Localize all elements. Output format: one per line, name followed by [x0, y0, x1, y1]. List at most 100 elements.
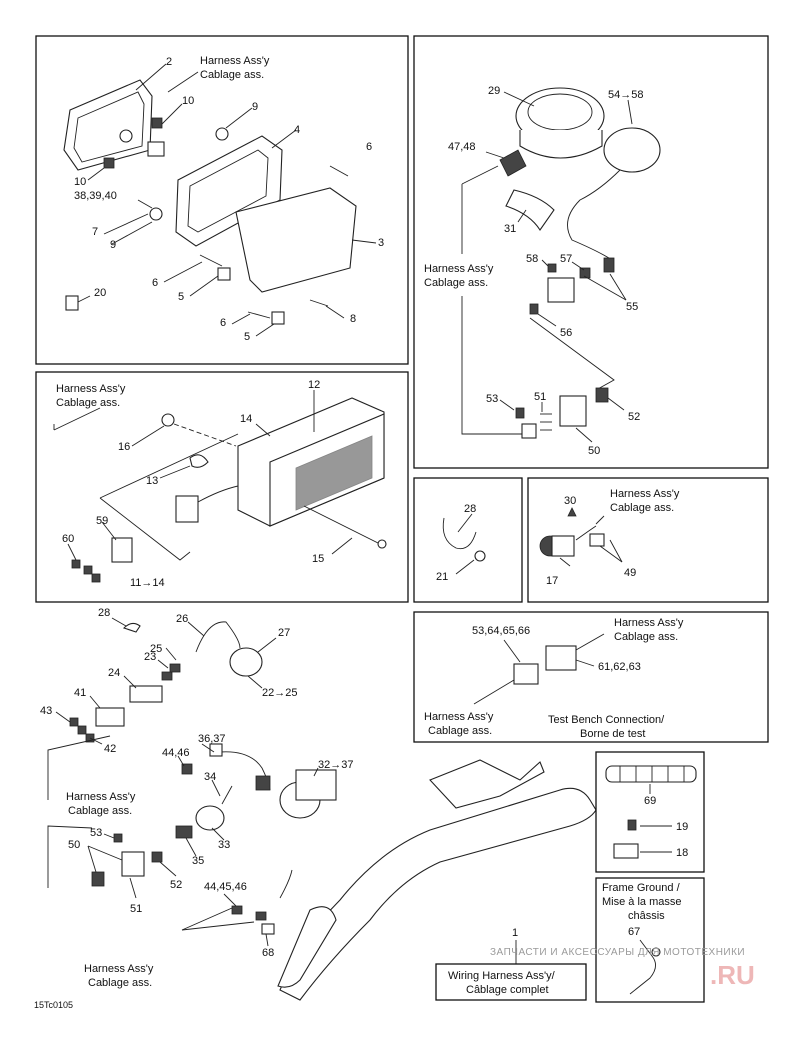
headlight-clip-b-part: [103, 157, 115, 169]
callout-60: 60: [62, 533, 74, 545]
callout-6c: 6: [220, 317, 226, 329]
callout-7: 7: [92, 226, 98, 238]
panel-grip-heater: 69 19 18: [595, 751, 705, 873]
callout-21: 21: [436, 571, 448, 583]
callout-4: 4: [294, 124, 300, 136]
callout-69: 69: [644, 795, 656, 807]
gauge-body: [519, 130, 603, 159]
screw-19-part: [627, 819, 637, 831]
test-bench-label-fr: Borne de test: [580, 728, 645, 740]
connector-41-part: [95, 707, 125, 727]
headlight-bracket-part: [175, 135, 283, 247]
harness-label-en-3: Harness Ass'y: [56, 383, 126, 395]
panel-taillight-frame: [35, 371, 409, 603]
clip-20-part: [65, 295, 79, 311]
connector-50-part: [559, 395, 587, 427]
connector-68-part: [261, 923, 275, 935]
callout-51-bottom: 51: [130, 903, 142, 915]
panel-gauge: Harness Ass'y Cablage ass. 29 54→58 47: [413, 35, 769, 469]
connector-51-part: [540, 413, 552, 431]
frame-ground-label-1: Frame Ground /: [602, 882, 681, 894]
callout-3: 3: [378, 237, 384, 249]
bulb-58-part: [547, 263, 557, 273]
connector-part: [521, 423, 537, 439]
callout-38-39-40: 38,39,40: [74, 190, 117, 202]
connector-24-part: [129, 685, 163, 703]
callout-36-37: 36,37: [198, 733, 226, 745]
connector-55-part: [547, 277, 575, 303]
callout-19: 19: [676, 821, 688, 833]
panel-test-bench: Harness Ass'y Cablage ass. 53,64,65,66 6…: [413, 611, 769, 743]
harness-label-fr-6: Cablage ass.: [614, 631, 678, 643]
switch-housing-b: [295, 769, 337, 801]
grommet-part: [215, 127, 229, 141]
frame-ground-label-3: châssis: [628, 910, 665, 922]
grommet-16-part: [161, 413, 175, 427]
harness-label-en-6: Harness Ass'y: [614, 617, 684, 629]
pilot-lamp-body: [551, 535, 575, 557]
grip-part: [277, 906, 337, 988]
panel-gauge-frame: [413, 35, 769, 469]
callout-13: 13: [146, 475, 158, 487]
panel-headlight: Harness Ass'y Cablage ass.: [35, 35, 409, 365]
callout-59: 59: [96, 515, 108, 527]
callout-44-45-46: 44,45,46: [204, 881, 247, 893]
headlight-housing-part: [235, 187, 357, 293]
figure-code: 15Tc0105: [34, 1000, 73, 1010]
callout-52-bottom: 52: [170, 879, 182, 891]
callout-9b: 9: [110, 239, 116, 251]
callout-58: 58: [526, 253, 538, 265]
harness-label-en-2: Harness Ass'y: [424, 263, 494, 275]
terminal-56-part: [529, 303, 539, 315]
callout-10: 10: [182, 95, 194, 107]
bulb-13-part: [189, 454, 209, 468]
cable-tie-part: [442, 517, 477, 550]
callout-34: 34: [204, 771, 216, 783]
bulb-part: [499, 149, 527, 177]
callout-25: 25: [150, 643, 162, 655]
gauge-gasket-part: [505, 189, 555, 231]
connector-14-part: [175, 495, 199, 523]
callout-33: 33: [218, 839, 230, 851]
callout-15: 15: [312, 553, 324, 565]
bulb-36-part: [209, 743, 223, 757]
harness-label-en-6b: Harness Ass'y: [424, 711, 494, 723]
harness-label-fr-2: Cablage ass.: [424, 277, 488, 289]
callout-16: 16: [118, 441, 130, 453]
callout-18: 18: [676, 847, 688, 859]
bolt-part: [149, 207, 163, 221]
callout-61-62-63: 61,62,63: [598, 661, 641, 673]
callout-56: 56: [560, 327, 572, 339]
callout-6b: 6: [152, 277, 158, 289]
callout-52: 52: [628, 411, 640, 423]
clip-28-part: [122, 622, 141, 633]
connector-50-bottom-part: [121, 851, 145, 877]
callout-49: 49: [624, 567, 636, 579]
callout-11-14: 11→14: [130, 577, 165, 589]
watermark-site: .RU: [710, 960, 755, 990]
connector-male-part: [513, 663, 539, 685]
callout-53-bottom: 53: [90, 827, 102, 839]
headlight-clip-part: [151, 117, 163, 129]
heater-element-part: [605, 765, 697, 783]
panel-pilot-lamp-frame: [527, 477, 769, 603]
wiring-label-fr: Câblage complet: [466, 984, 549, 996]
callout-29: 29: [488, 85, 500, 97]
callout-8: 8: [350, 313, 356, 325]
nut-part: [217, 267, 231, 281]
connector-49-part: [589, 533, 605, 547]
harness-label-fr-5: Cablage ass.: [610, 502, 674, 514]
wiring-harness-box: [435, 963, 587, 1001]
gauge-cap-part: [603, 127, 661, 173]
callout-14: 14: [240, 413, 252, 425]
callout-5: 5: [178, 291, 184, 303]
harness-label-fr-7: Cablage ass.: [68, 805, 132, 817]
callout-32-37: 32→37: [318, 759, 353, 771]
nut-b-part: [271, 311, 285, 325]
harness-label-fr-6b: Cablage ass.: [428, 725, 492, 737]
ground-wire-part: [629, 939, 656, 995]
switch-27-part: [229, 647, 263, 677]
panel-cable-tie: 28 21: [413, 477, 523, 603]
callout-26: 26: [176, 613, 188, 625]
